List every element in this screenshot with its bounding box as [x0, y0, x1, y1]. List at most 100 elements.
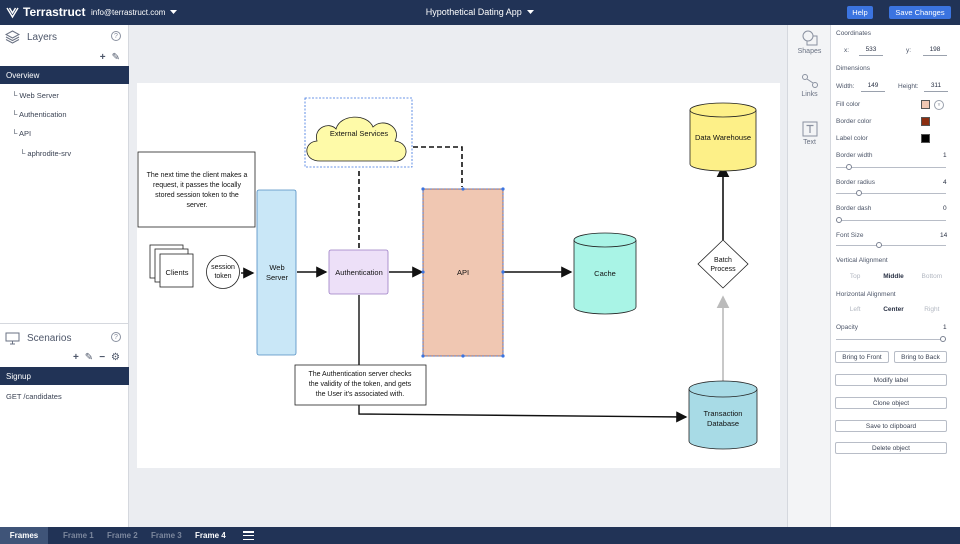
frame-tab-4[interactable]: Frame 4 [195, 531, 226, 540]
layer-item-label: aphrodite-srv [27, 149, 72, 158]
horizontal-alignment-control: Left Center Right [836, 306, 951, 313]
border-color-swatch[interactable] [921, 117, 930, 126]
x-input[interactable]: 533 [859, 46, 883, 56]
note1-line: server. [186, 202, 207, 209]
slider-knob[interactable] [876, 242, 882, 248]
diagram-board[interactable]: External Services The next time the clie… [137, 83, 780, 468]
font-size-value: 14 [940, 232, 948, 239]
height-input[interactable]: 311 [924, 82, 948, 92]
width-input[interactable]: 149 [861, 82, 885, 92]
scenarios-toolbar: + ✎ − ⚙ [73, 352, 120, 363]
document-title[interactable]: Hypothetical Dating App [425, 7, 522, 17]
fill-color-label: Fill color [836, 101, 861, 108]
border-width-label: Border width [836, 152, 873, 159]
frame-tab-3[interactable]: Frame 3 [151, 531, 182, 540]
label-color-swatch[interactable] [921, 134, 930, 143]
edit-layer-icon[interactable]: ✎ [111, 52, 120, 63]
bring-to-front-button[interactable]: Bring to Front [835, 351, 889, 363]
frame-tab-1[interactable]: Frame 1 [63, 531, 94, 540]
session-token-node[interactable]: session token [206, 255, 240, 289]
layer-item[interactable]: └ aphrodite-srv [20, 149, 72, 158]
clone-object-button[interactable]: Clone object [835, 397, 947, 409]
layer-item[interactable]: └ Web Server [12, 91, 59, 100]
settings-icon[interactable]: ⚙ [111, 352, 120, 363]
text-icon [802, 121, 817, 137]
web-server-node[interactable]: Web Server [256, 189, 297, 356]
slider-knob[interactable] [846, 164, 852, 170]
selection-handles[interactable] [421, 187, 505, 358]
horizontal-alignment-label: Horizontal Alignment [836, 291, 896, 298]
border-width-slider[interactable] [836, 164, 946, 170]
svg-text:stored session token to the: stored session token to the [155, 192, 239, 199]
remove-scenario-icon[interactable]: − [99, 352, 106, 363]
note-session-token[interactable]: The next time the client makes a request… [137, 151, 256, 228]
slider-knob[interactable] [836, 217, 842, 223]
fill-color-swatch[interactable] [921, 100, 930, 109]
hamburger-menu-icon[interactable] [243, 531, 254, 540]
layer-item-label: API [18, 129, 32, 138]
frames-label[interactable]: Frames [0, 527, 48, 544]
frame-tab-2[interactable]: Frame 2 [107, 531, 138, 540]
scenario-item[interactable]: GET /candidates [6, 392, 62, 401]
cache-node[interactable]: Cache [573, 232, 637, 315]
transaction-database-node[interactable]: Transaction Database [688, 380, 758, 450]
halign-center[interactable]: Center [883, 306, 904, 313]
help-circle-icon[interactable]: ? [111, 332, 121, 342]
external-services-node[interactable]: External Services [304, 97, 413, 168]
help-button[interactable]: Help [847, 6, 873, 19]
layer-item[interactable]: └ Authentication [12, 110, 67, 119]
clients-node[interactable]: Clients [149, 244, 194, 288]
external-services-label: External Services [330, 129, 389, 138]
layer-item-label: Web Server [19, 91, 59, 100]
bring-to-back-button[interactable]: Bring to Back [894, 351, 947, 363]
layer-item-overview[interactable]: Overview [0, 66, 129, 84]
valign-middle[interactable]: Middle [883, 273, 904, 280]
border-dash-slider[interactable] [836, 217, 946, 223]
border-radius-slider[interactable] [836, 190, 946, 196]
edge-api-external[interactable] [413, 146, 463, 187]
edge-auth-transaction[interactable] [358, 295, 688, 423]
tool-strip: Shapes Links Text [787, 25, 831, 527]
slider-knob[interactable] [856, 190, 862, 196]
svg-text:request, it passes the locally: request, it passes the locally [153, 182, 241, 189]
brand[interactable]: Terrastruct [6, 5, 85, 19]
data-warehouse-node[interactable]: Data Warehouse [689, 102, 757, 172]
layer-item[interactable]: └ API [12, 129, 32, 138]
connectors [241, 146, 730, 423]
halign-left[interactable]: Left [849, 306, 861, 313]
links-tool[interactable]: Links [788, 73, 831, 98]
account-menu[interactable]: info@terrastruct.com [91, 8, 178, 17]
add-layer-icon[interactable]: + [99, 52, 106, 63]
diagram-svg: External Services The next time the clie… [137, 97, 758, 450]
chevron-down-icon [527, 10, 535, 14]
border-dash-label: Border dash [836, 205, 872, 212]
text-tool[interactable]: Text [788, 121, 831, 146]
opacity-slider[interactable] [836, 336, 946, 342]
canvas-area[interactable]: External Services The next time the clie… [129, 25, 787, 527]
fill-options-icon[interactable]: ▿ [934, 100, 944, 110]
slider-knob[interactable] [940, 336, 946, 342]
add-scenario-icon[interactable]: + [72, 352, 79, 363]
valign-top[interactable]: Top [849, 273, 861, 280]
edit-scenario-icon[interactable]: ✎ [84, 352, 94, 363]
valign-bottom[interactable]: Bottom [921, 273, 943, 280]
border-radius-value: 4 [943, 179, 947, 186]
delete-object-button[interactable]: Delete object [835, 442, 947, 454]
scenario-item-signup[interactable]: Signup [0, 367, 129, 385]
web-server-label: Server [266, 273, 289, 282]
authentication-label: Authentication [335, 268, 383, 277]
save-to-clipboard-button[interactable]: Save to clipboard [835, 420, 947, 432]
api-node[interactable]: API [421, 187, 505, 358]
halign-right[interactable]: Right [924, 306, 940, 313]
font-size-slider[interactable] [836, 242, 946, 248]
y-input[interactable]: 198 [923, 46, 947, 56]
authentication-node[interactable]: Authentication [328, 249, 389, 295]
shapes-tool[interactable]: Shapes [788, 30, 831, 55]
save-changes-button[interactable]: Save Changes [889, 6, 951, 19]
links-tool-label: Links [801, 91, 818, 98]
note-authentication[interactable]: The Authentication server checks the val… [294, 364, 427, 406]
top-bar: Terrastruct info@terrastruct.com Hypothe… [0, 0, 960, 25]
batch-process-node[interactable]: Batch Process [697, 239, 749, 289]
modify-label-button[interactable]: Modify label [835, 374, 947, 386]
help-circle-icon[interactable]: ? [111, 31, 121, 41]
